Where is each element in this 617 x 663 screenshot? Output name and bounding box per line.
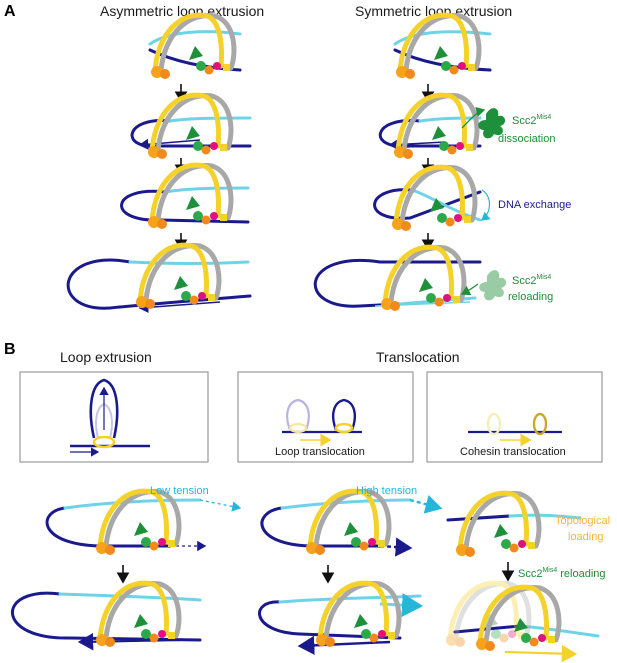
low-tension-bottom [11, 583, 202, 651]
sym-step-1 [393, 15, 492, 79]
asym-step-1 [148, 15, 242, 79]
low-tension-label: Low tension [150, 485, 209, 497]
loading-label: loading [568, 531, 603, 543]
loop-translocation-schematic: Loop translocation [275, 398, 365, 458]
high-tension-bottom [258, 583, 423, 655]
translocation-title: Translocation [376, 349, 460, 365]
cohesin-translocation-label: Cohesin translocation [460, 446, 566, 458]
dissociation-label: dissociation [498, 133, 555, 145]
low-tension-top: Low tension [45, 485, 242, 555]
loop-extrusion-title: Loop extrusion [60, 349, 152, 365]
scc2-label-reloading: Scc2Mis4 [512, 274, 551, 287]
sym-step-2: Scc2Mis4 dissociation [378, 95, 555, 159]
curved-arrow-icon [461, 106, 486, 129]
scc2-label-dissociation: Scc2Mis4 [512, 114, 551, 127]
loop-translocation-label: Loop translocation [275, 446, 365, 458]
loop-extrusion-schematic [70, 378, 150, 457]
panel-a-letter: A [4, 3, 16, 20]
loop-extrusion-box [19, 371, 209, 463]
topological-top: Topological loading [446, 493, 610, 557]
high-tension-top: High tension [260, 485, 443, 555]
reloading-label: reloading [508, 291, 553, 303]
topological-bottom [446, 583, 600, 663]
asym-step-2 [130, 95, 252, 159]
curved-arrow-icon [481, 189, 491, 221]
cohesin-translocation-schematic: Cohesin translocation [460, 412, 566, 458]
high-tension-label: High tension [356, 485, 417, 497]
loop-translocation-box [237, 371, 414, 463]
cohesin-translocation-box [426, 371, 603, 463]
scc2-protein-icon [479, 270, 507, 301]
asymmetric-title: Asymmetric loop extrusion [100, 3, 264, 19]
sym-step-3: DNA exchange [373, 167, 571, 231]
topological-label: Topological [555, 515, 610, 527]
asym-step-3 [120, 165, 250, 229]
asym-step-4 [66, 245, 252, 313]
sym-step-4: Scc2Mis4 reloading [313, 247, 553, 311]
symmetric-title: Symmetric loop extrusion [355, 3, 512, 19]
panel-b-letter: B [4, 341, 16, 358]
dna-exchange-label: DNA exchange [498, 199, 571, 211]
